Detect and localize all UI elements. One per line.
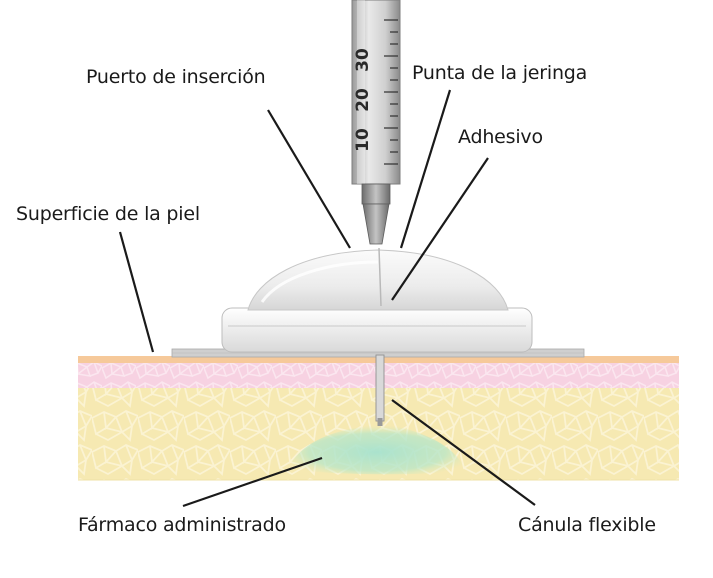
- device-base: [221, 307, 533, 353]
- syringe-mark-10: 10: [353, 128, 373, 152]
- label-syringe-tip: Punta de la jeringa: [412, 62, 588, 84]
- leader-skin-surface: [118, 231, 155, 353]
- leader-flexible-cannula: [391, 399, 536, 506]
- leader-insertion-port: [267, 109, 351, 249]
- label-skin-surface: Superficie de la piel: [16, 203, 200, 225]
- leader-adhesive: [391, 157, 489, 301]
- leader-administered-drug: [182, 456, 323, 508]
- label-flexible-cannula: Cánula flexible: [518, 514, 656, 536]
- leader-syringe-tip: [399, 89, 452, 249]
- device-dome: [247, 249, 509, 311]
- label-insertion-port: Puerto de inserción: [86, 66, 266, 88]
- label-administered-drug: Fármaco administrado: [78, 514, 286, 536]
- syringe: 30 20 10: [351, 0, 401, 245]
- syringe-mark-20: 20: [353, 88, 373, 112]
- syringe-mark-30: 30: [353, 48, 373, 72]
- flexible-cannula: [375, 354, 385, 422]
- drug-depot: [288, 425, 466, 475]
- syringe-tip: [362, 203, 390, 245]
- label-adhesive: Adhesivo: [458, 126, 543, 148]
- leader-lines: [118, 89, 536, 508]
- syringe-hub: [361, 183, 391, 205]
